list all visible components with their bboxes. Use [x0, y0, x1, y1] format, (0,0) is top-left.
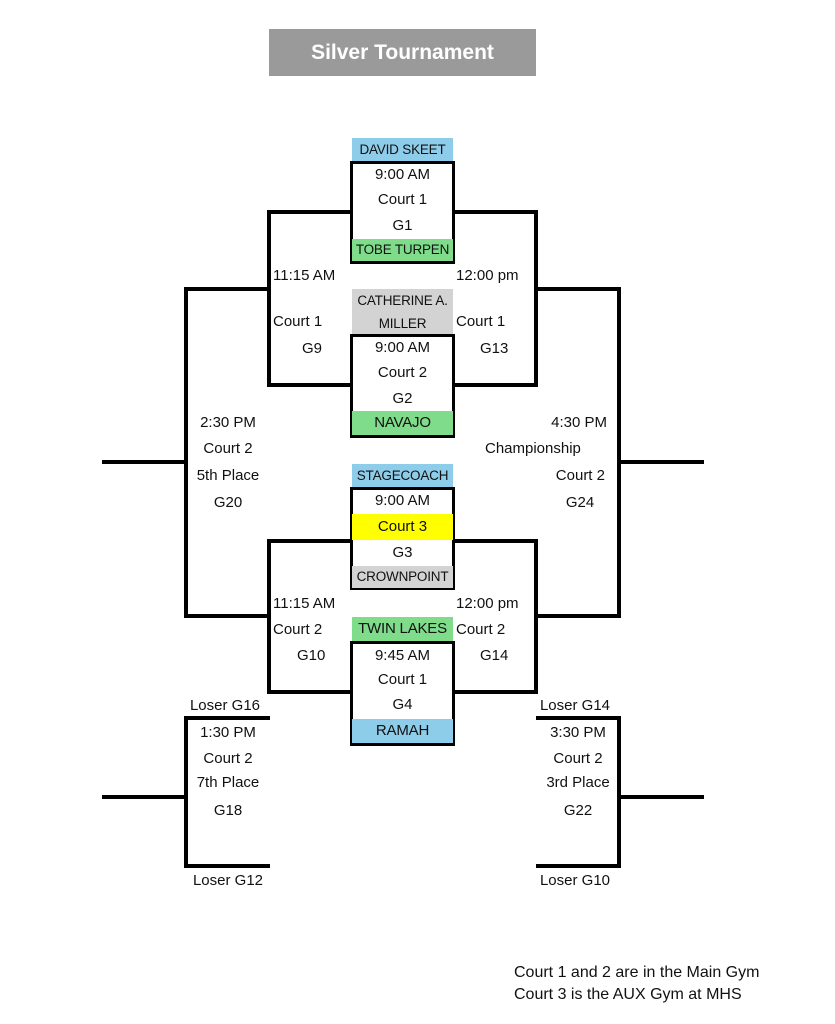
bracket-line — [102, 795, 188, 799]
bracket-line — [534, 210, 538, 387]
g14-court: Court 2 — [456, 621, 506, 638]
game-time: 9:00 AM — [374, 492, 431, 509]
g22-bottom-source: Loser G10 — [539, 872, 611, 889]
bracket-line — [184, 716, 270, 720]
g13-time: 12:00 pm — [456, 267, 519, 284]
bracket-line — [453, 210, 538, 214]
bracket-line — [267, 210, 271, 387]
g14-game: G14 — [480, 647, 509, 664]
game-number: G1 — [392, 217, 413, 234]
court-note-2: Court 3 is the AUX Gym at MHS — [514, 986, 742, 1003]
g18-court: Court 2 — [203, 750, 253, 767]
g14-time: 12:00 pm — [456, 595, 519, 612]
game-time: 9:00 AM — [374, 339, 431, 356]
game-number: G2 — [392, 390, 413, 407]
g20-court: Court 2 — [203, 440, 253, 457]
bracket-line — [184, 716, 188, 868]
team-name-line1: CATHERINE A. — [357, 293, 448, 308]
g22-label: 3rd Place — [546, 774, 610, 791]
g18-time: 1:30 PM — [200, 724, 256, 741]
bracket-line — [453, 690, 538, 694]
team-david-skeet: DAVID SKEET — [352, 138, 453, 161]
game-box-g1 — [350, 161, 455, 264]
game-number: G4 — [392, 696, 413, 713]
game-time: 9:00 AM — [374, 166, 431, 183]
bracket-line — [617, 795, 704, 799]
g20-game: G20 — [213, 494, 243, 511]
court-note-1: Court 1 and 2 are in the Main Gym — [514, 964, 760, 981]
g22-game: G22 — [563, 802, 593, 819]
g18-bottom-source: Loser G12 — [192, 872, 264, 889]
g18-top-source: Loser G16 — [189, 697, 261, 714]
team-catherine-a-miller: CATHERINE A. MILLER — [352, 289, 453, 335]
g22-time: 3:30 PM — [550, 724, 606, 741]
game-number: G3 — [392, 544, 413, 561]
game-box-g4 — [350, 641, 455, 746]
bracket-line — [453, 383, 538, 387]
bracket-line — [617, 716, 621, 868]
team-tobe-turpen: TOBE TURPEN — [352, 239, 453, 261]
bracket-line — [102, 460, 188, 464]
game-time: 9:45 AM — [374, 647, 431, 664]
team-ramah: RAMAH — [352, 719, 453, 743]
team-stagecoach: STAGECOACH — [352, 464, 453, 487]
bracket-line — [536, 716, 621, 720]
g20-label: 5th Place — [196, 467, 260, 484]
g22-top-source: Loser G14 — [539, 697, 611, 714]
bracket-line — [617, 460, 704, 464]
bracket-line — [534, 287, 621, 291]
g24-time: 4:30 PM — [551, 414, 607, 431]
game-court-highlighted: Court 3 — [352, 514, 453, 540]
bracket-line — [267, 690, 352, 694]
bracket-line — [184, 614, 271, 618]
bracket-line — [184, 864, 270, 868]
bracket-line — [453, 539, 538, 543]
g9-court: Court 1 — [273, 313, 323, 330]
bracket-line — [534, 614, 621, 618]
game-box-g2 — [350, 334, 455, 438]
g20-time: 2:30 PM — [200, 414, 256, 431]
bracket-line — [617, 287, 621, 618]
team-navajo: NAVAJO — [352, 411, 453, 435]
bracket-line — [536, 864, 621, 868]
g18-label: 7th Place — [196, 774, 260, 791]
g9-time: 11:15 AM — [273, 267, 336, 284]
team-twin-lakes: TWIN LAKES — [352, 617, 453, 641]
g13-court: Court 1 — [456, 313, 506, 330]
game-court: Court 1 — [377, 191, 428, 208]
game-court: Court 1 — [377, 671, 428, 688]
g10-court: Court 2 — [273, 621, 323, 638]
g24-game: G24 — [565, 494, 595, 511]
bracket-line — [267, 383, 352, 387]
team-name-line2: MILLER — [378, 316, 427, 331]
bracket-line — [184, 287, 188, 618]
g10-time: 11:15 AM — [273, 595, 336, 612]
g9-game: G9 — [302, 340, 323, 357]
g22-court: Court 2 — [553, 750, 603, 767]
bracket-line — [184, 287, 271, 291]
g18-game: G18 — [213, 802, 243, 819]
tournament-title: Silver Tournament — [269, 29, 536, 76]
game-box-g3 — [350, 487, 455, 590]
g24-label: Championship — [485, 440, 581, 457]
bracket-line — [267, 210, 352, 214]
g10-game: G10 — [297, 647, 326, 664]
team-crownpoint: CROWNPOINT — [352, 566, 453, 588]
bracket-line — [267, 539, 352, 543]
g24-court: Court 2 — [555, 467, 605, 484]
game-court: Court 2 — [377, 364, 428, 381]
g13-game: G13 — [480, 340, 509, 357]
